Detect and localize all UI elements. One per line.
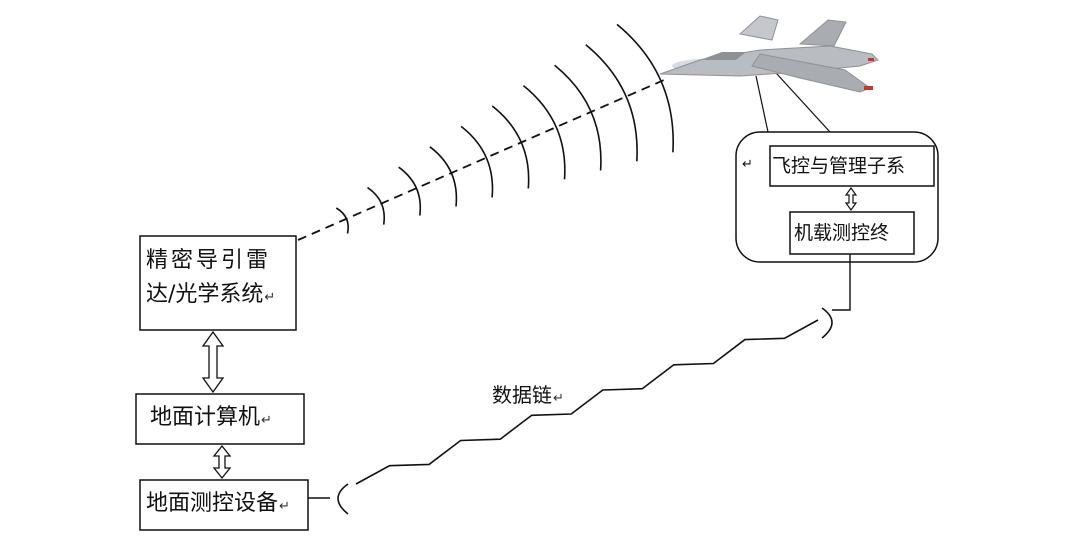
airborne-tt-box [789, 211, 915, 255]
flight-control-label: 飞控与管理子系 [772, 155, 906, 177]
radar-beam-dashed [297, 79, 665, 241]
radar-wave-arc [429, 146, 458, 207]
arrow-computer-tt [212, 444, 232, 480]
return-mark: ↵ [264, 290, 276, 305]
radar-wave-arc [585, 44, 638, 162]
radar-wave-arc [335, 207, 349, 234]
flight-control-box [769, 145, 935, 187]
radar-wave-arcs [335, 23, 674, 234]
arrow-flight-airborne [844, 186, 858, 212]
radar-wave-arc [460, 125, 494, 198]
radar-wave-arc [522, 84, 566, 180]
ground-tt-label: 地面测控设备↵ [146, 491, 290, 516]
ground-computer-box [135, 393, 305, 445]
aircraft-accent [864, 86, 873, 90]
radar-wave-arc [616, 23, 674, 153]
airborne-tt-label: 机载测控终 [794, 222, 890, 244]
airborne-antenna-cable [832, 254, 851, 311]
aircraft-accent-2 [868, 58, 874, 61]
aircraft-canopy [700, 52, 746, 60]
radar-label-line1: 精密导引雷 [146, 248, 272, 273]
double-arrow-icon [201, 330, 225, 394]
fighter-jet-icon [659, 15, 879, 93]
radar-label-line2: 达/光学系统↵ [146, 282, 276, 307]
airborne-antenna-dish [821, 307, 833, 339]
radar-wave-arc [554, 64, 602, 171]
ground-computer-label: 地面计算机↵ [150, 405, 272, 430]
return-mark: ↵ [553, 391, 564, 406]
callout-line-left [755, 75, 769, 133]
ground-antenna-dish [337, 483, 349, 515]
airborne-group-return-mark: ↵ [742, 157, 753, 172]
radar-wave-arc [491, 105, 530, 189]
radar-wave-arc [398, 166, 422, 216]
aircraft-wing [751, 53, 872, 93]
data-link-label: 数据链↵ [492, 383, 564, 407]
arrow-radar-computer [201, 330, 225, 394]
double-arrow-icon [844, 186, 858, 212]
double-arrow-icon [212, 444, 232, 480]
aircraft-tail-2 [738, 15, 779, 41]
radar-wave-arc [367, 186, 386, 225]
radar-box [139, 235, 297, 331]
data-link-zigzag [355, 319, 819, 485]
ground-tt-box [139, 479, 309, 531]
aircraft-tail [798, 19, 847, 47]
return-mark: ↵ [279, 499, 290, 514]
return-mark: ↵ [261, 413, 272, 428]
